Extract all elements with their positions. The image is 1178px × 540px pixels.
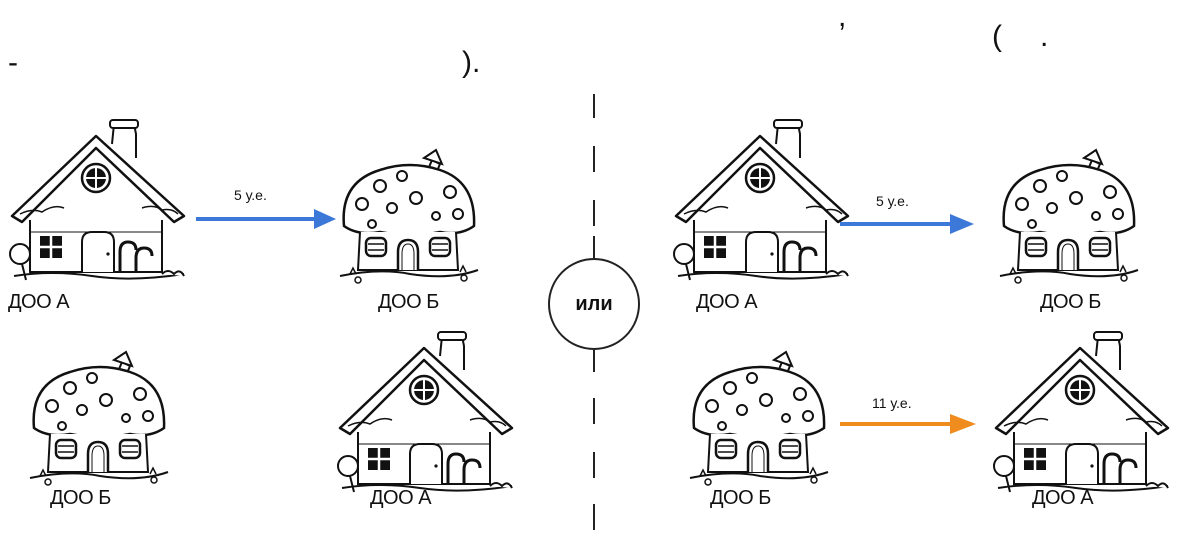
label-doo-b-right-bottom: ДОО Б [710, 487, 771, 509]
label-doo-a-left-top: ДОО А [8, 291, 70, 313]
blue-arrow-left [196, 209, 336, 229]
label-doo-a-right-top: ДОО А [696, 291, 758, 313]
cost-label-right-top: 5 у.е. [876, 193, 909, 209]
house-doo-a-left-bottom [336, 330, 514, 494]
header-dash: - [8, 46, 18, 79]
or-circle: или [548, 258, 640, 350]
cost-label-left: 5 у.е. [234, 187, 267, 203]
house-doo-a-right-bottom [992, 330, 1170, 494]
house-doo-a-left-top [8, 118, 186, 282]
mushroom-doo-b-right-bottom [688, 350, 830, 487]
label-doo-a-left-bottom: ДОО А [370, 487, 432, 509]
label-doo-b-left-bottom: ДОО Б [50, 487, 111, 509]
mushroom-doo-b-left-top [338, 148, 480, 285]
mushroom-doo-b-left-bottom [28, 350, 170, 487]
label-doo-a-right-bottom: ДОО А [1032, 487, 1094, 509]
header-paren-close: ). [462, 46, 481, 79]
cost-label-right-bottom: 11 у.е. [872, 395, 912, 411]
or-label: или [575, 293, 613, 315]
blue-arrow-right [840, 214, 974, 234]
label-doo-b-left-top: ДОО Б [378, 291, 439, 313]
header-paren-open: ( [992, 20, 1002, 53]
label-doo-b-right-top: ДОО Б [1040, 291, 1101, 313]
header-comma: , [838, 0, 847, 33]
orange-arrow-right [840, 414, 976, 434]
header-period: . [1040, 20, 1049, 53]
house-doo-a-right-top [672, 118, 850, 282]
mushroom-doo-b-right-top [998, 148, 1140, 285]
